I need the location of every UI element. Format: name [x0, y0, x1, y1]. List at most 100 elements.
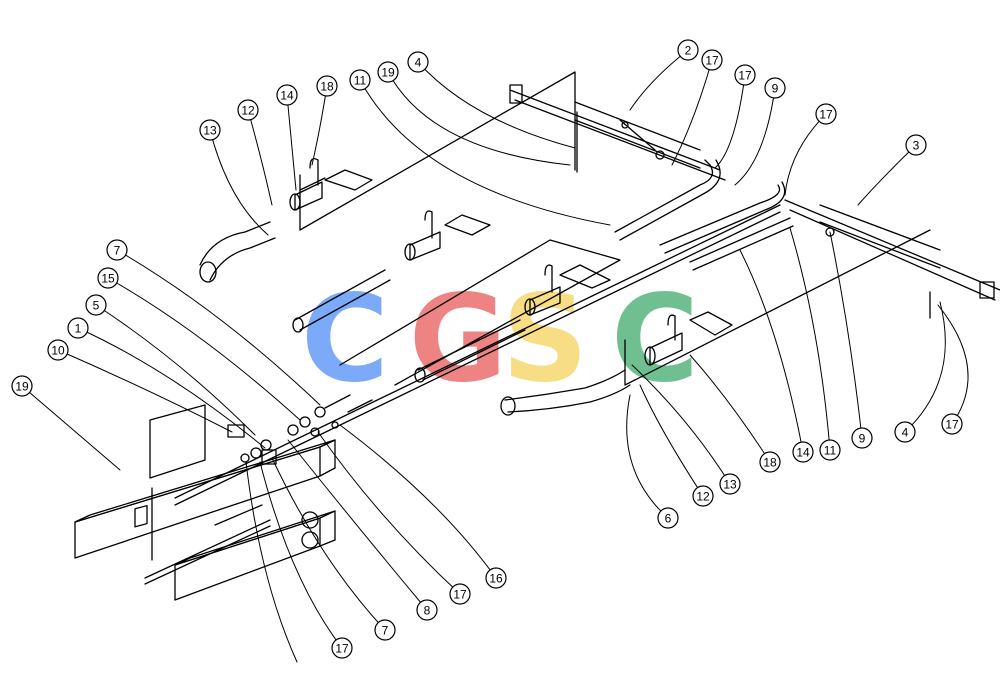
callout-label: 14 — [796, 446, 810, 460]
callout-circle — [374, 619, 396, 641]
scraper-blade-1 — [299, 157, 373, 191]
callout-3: 3 — [905, 134, 927, 156]
callout-label: 1 — [75, 322, 82, 336]
callout-label: 2 — [685, 44, 692, 58]
watermark-letter-c1: C — [301, 271, 389, 410]
bracket-assembly-lower — [784, 199, 1000, 319]
callout-circle — [199, 119, 221, 141]
callout-11: 11 — [349, 69, 371, 91]
callout-6: 6 — [657, 507, 679, 529]
callout-10: 10 — [47, 339, 69, 361]
callout-circle — [237, 99, 259, 121]
callout-circle — [677, 39, 699, 61]
callout-circle — [905, 134, 927, 156]
callout-18: 18 — [316, 75, 338, 97]
callout-group: 2171794191118141213173715511019417911141… — [11, 39, 963, 659]
scraper-blade-4 — [667, 311, 733, 341]
callout-17: 17 — [815, 103, 837, 125]
callout-label: 18 — [320, 80, 334, 94]
callout-label: 13 — [723, 478, 737, 492]
callout-circle — [106, 239, 128, 261]
leader-lines — [21, 49, 969, 663]
callout-14: 14 — [276, 84, 298, 106]
callout-circle — [701, 49, 723, 71]
scraper-blade-2 — [424, 210, 491, 239]
callout-18: 18 — [759, 451, 781, 473]
callout-circle — [759, 451, 781, 473]
callout-label: 16 — [489, 572, 503, 586]
fitting-cluster — [214, 394, 373, 526]
scraper-blade-3 — [544, 264, 611, 293]
callout-17: 17 — [449, 583, 471, 605]
pipe-segment-a — [292, 269, 391, 333]
callout-circle — [331, 637, 353, 659]
watermark: C G S C — [301, 271, 699, 410]
callout-circle — [85, 294, 107, 316]
callout-label: 9 — [772, 82, 779, 96]
callout-label: 12 — [241, 104, 255, 118]
callout-circle — [815, 103, 837, 125]
callout-circle — [11, 375, 33, 397]
callout-label: 10 — [51, 344, 65, 358]
callout-label: 17 — [453, 588, 467, 602]
callout-label: 17 — [945, 418, 959, 432]
callout-label: 17 — [738, 69, 752, 83]
callout-circle — [377, 61, 399, 83]
feed-pipe-lower — [689, 217, 794, 271]
callout-7: 7 — [106, 239, 128, 261]
callout-circle — [97, 267, 119, 289]
callout-17: 17 — [941, 413, 963, 435]
callout-17: 17 — [701, 49, 723, 71]
callout-label: 17 — [335, 642, 349, 656]
callout-label: 3 — [913, 139, 920, 153]
callout-label: 17 — [819, 108, 833, 122]
panel-outline-lower — [624, 229, 931, 386]
callout-label: 11 — [354, 74, 367, 88]
callout-circle — [47, 339, 69, 361]
callout-7: 7 — [374, 619, 396, 641]
feed-pipe-middle — [659, 181, 786, 254]
callout-9: 9 — [764, 77, 786, 99]
callout-13: 13 — [199, 119, 221, 141]
cylinder-2 — [404, 231, 441, 261]
bracket-assembly-upper — [509, 84, 726, 181]
elbow-spout-left — [199, 221, 276, 283]
callout-label: 6 — [665, 512, 672, 526]
callout-circle — [719, 473, 741, 495]
callout-14: 14 — [792, 441, 814, 463]
callout-label: 19 — [381, 66, 395, 80]
cylinder-1 — [289, 181, 323, 211]
callout-12: 12 — [692, 485, 714, 507]
callout-circle — [485, 567, 507, 589]
cylinder-3 — [524, 286, 561, 316]
frame-rail-front — [74, 439, 336, 559]
callout-17: 17 — [734, 64, 756, 86]
callout-15: 15 — [97, 267, 119, 289]
callout-label: 17 — [705, 54, 719, 68]
callout-circle — [692, 485, 714, 507]
callout-12: 12 — [237, 99, 259, 121]
feed-pipe-upper — [614, 159, 721, 241]
callout-label: 11 — [824, 444, 837, 458]
callout-circle — [894, 421, 916, 443]
callout-label: 12 — [696, 490, 710, 504]
frame-rail-mount — [134, 404, 206, 561]
callout-circle — [764, 77, 786, 99]
callout-label: 7 — [114, 244, 121, 258]
callout-label: 18 — [763, 456, 777, 470]
callout-8: 8 — [416, 599, 438, 621]
callout-4: 4 — [894, 421, 916, 443]
callout-circle — [792, 441, 814, 463]
callout-label: 4 — [415, 56, 422, 70]
callout-label: 5 — [93, 299, 100, 313]
callout-17: 17 — [331, 637, 353, 659]
callout-circle — [819, 439, 841, 461]
callout-11: 11 — [819, 439, 841, 461]
callout-circle — [316, 75, 338, 97]
callout-circle — [734, 64, 756, 86]
callout-2: 2 — [677, 39, 699, 61]
pipe-segment-b — [414, 319, 526, 383]
callout-label: 14 — [280, 89, 294, 103]
callout-16: 16 — [485, 567, 507, 589]
callout-circle — [657, 507, 679, 529]
